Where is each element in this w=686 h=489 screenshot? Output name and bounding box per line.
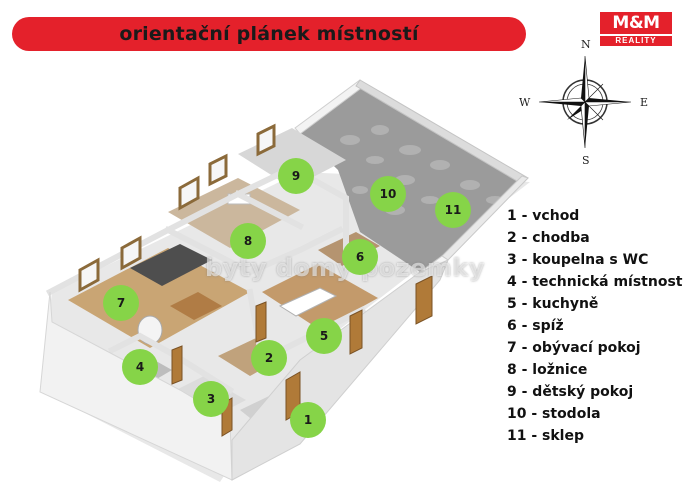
brand-logo: M&M REALITY <box>600 12 672 46</box>
compass-west: W <box>519 96 531 109</box>
legend-item: 8 - ložnice <box>507 362 588 378</box>
title-banner: orientační plánek místností <box>12 17 526 51</box>
logo-subtitle: REALITY <box>600 36 672 46</box>
room-marker-8: 8 <box>230 223 266 259</box>
legend-item: 11 - sklep <box>507 428 584 444</box>
barn-floor <box>295 80 528 272</box>
room-marker-3: 3 <box>193 381 229 417</box>
room-marker-5: 5 <box>306 318 342 354</box>
legend-item: 1 - vchod <box>507 208 580 224</box>
room-7-floor <box>68 248 250 348</box>
room-marker-9: 9 <box>278 158 314 194</box>
room-8-floor <box>168 178 300 248</box>
legend-item: 5 - kuchyně <box>507 296 599 312</box>
compass-south: S <box>582 154 590 167</box>
floor-plan-3d <box>0 60 540 484</box>
room-marker-10: 10 <box>370 176 406 212</box>
room-marker-7: 7 <box>103 285 139 321</box>
legend-item: 3 - koupelna s WC <box>507 252 649 268</box>
room-marker-4: 4 <box>122 349 158 385</box>
room-marker-2: 2 <box>251 340 287 376</box>
room-marker-11: 11 <box>435 192 471 228</box>
legend-item: 4 - technická místnost <box>507 274 683 290</box>
legend-item: 2 - chodba <box>507 230 590 246</box>
compass-east: E <box>640 96 649 109</box>
room-legend: 1 - vchod 2 - chodba 3 - koupelna s WC 4… <box>507 205 686 447</box>
legend-item: 7 - obývací pokoj <box>507 340 641 356</box>
page-title: orientační plánek místností <box>119 23 419 45</box>
compass-rose-icon: N S W E <box>515 36 655 176</box>
logo-brand: M&M <box>600 12 672 34</box>
room-marker-6: 6 <box>342 239 378 275</box>
room-marker-1: 1 <box>290 402 326 438</box>
legend-item: 10 - stodola <box>507 406 601 422</box>
legend-item: 6 - spíž <box>507 318 564 334</box>
compass-north: N <box>581 38 591 51</box>
legend-item: 9 - dětský pokoj <box>507 384 634 400</box>
